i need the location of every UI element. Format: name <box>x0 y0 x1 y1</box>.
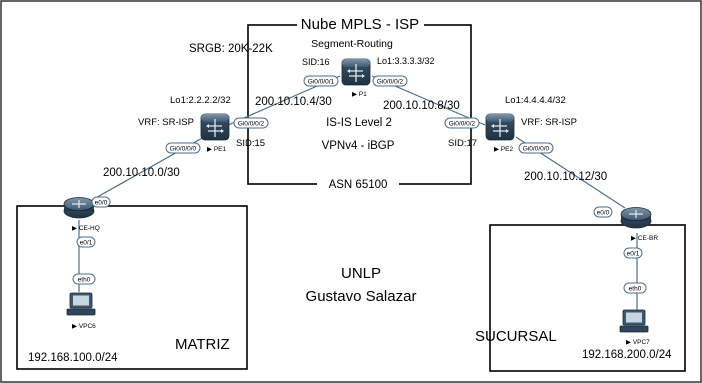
router-pe2[interactable] <box>485 113 515 141</box>
sucursal-site-box <box>489 224 686 372</box>
srgb-label: SRGB: 20K-22K <box>189 43 273 55</box>
asn-label: ASN 65100 <box>329 179 388 191</box>
pe2-name: ▶ PE2 <box>494 146 513 153</box>
pe1-interface-left-badge: Gi0/0/0/0 <box>165 142 201 154</box>
host-vpc7[interactable] <box>619 309 649 333</box>
matriz-subnet: 192.168.100.0/24 <box>28 352 118 364</box>
matriz-site-box <box>16 205 248 370</box>
cloud-title-bg <box>297 13 424 33</box>
svg-text:e0/1: e0/1 <box>627 251 640 258</box>
svg-text:Gi0/0/0/0: Gi0/0/0/0 <box>170 146 197 153</box>
router-ce-hq[interactable] <box>63 197 95 219</box>
credits-line1: UNLP <box>341 265 381 282</box>
cloud-title: Nube MPLS - ISP <box>301 16 419 33</box>
sucursal-label: SUCURSAL <box>475 328 557 345</box>
pe1-name: ▶ PE1 <box>207 146 226 153</box>
link-label-pe2-ce-br: 200.10.10.12/30 <box>524 171 607 183</box>
isis-label: IS-IS Level 2 <box>326 117 392 129</box>
pe2-loopback: Lo1:4.4.4.4/32 <box>505 95 566 106</box>
svg-text:eth0: eth0 <box>78 277 91 284</box>
svg-text:Gi0/0/0/0: Gi0/0/0/0 <box>523 146 550 153</box>
ce-br-name: ▶ CE-BR <box>631 235 658 242</box>
pe1-vrf: VRF: SR-ISP <box>138 117 194 128</box>
svg-text:Gi0/0/0/2: Gi0/0/0/2 <box>449 121 476 128</box>
svg-text:eth0: eth0 <box>629 286 642 293</box>
router-pe1[interactable] <box>200 113 230 141</box>
link-label-pe1-p1: 200.10.10.4/30 <box>255 96 332 108</box>
p1-name: ▶ P1 <box>352 91 367 98</box>
p1-interface-left-badge: Gi0/0/0/1 <box>303 75 339 87</box>
pe2-sid: SID:17 <box>448 138 477 149</box>
p1-loopback: Lo1:3.3.3.3/32 <box>377 56 435 66</box>
vpnv4-label: VPNv4 - iBGP <box>322 140 395 152</box>
vpc7-name: ▶ VPC7 <box>626 339 650 346</box>
svg-text:Gi0/0/0/2: Gi0/0/0/2 <box>238 121 265 128</box>
asn-label-bg <box>317 176 399 192</box>
pe1-loopback: Lo1:2.2.2.2/32 <box>170 95 231 106</box>
sucursal-subnet: 192.168.200.0/24 <box>582 349 672 361</box>
credits-line2: Gustavo Salazar <box>306 288 417 305</box>
vpc6-interface-badge: eth0 <box>72 273 96 285</box>
svg-text:Gi0/0/0/2: Gi0/0/0/2 <box>377 79 404 86</box>
router-ce-br[interactable] <box>620 207 652 229</box>
ce-hq-interface-up-badge: e0/0 <box>91 196 111 208</box>
link-label-p1-pe2: 200.10.10.8/30 <box>383 100 460 112</box>
ce-br-interface-up-badge: e0/0 <box>593 206 613 218</box>
ce-hq-interface-down-badge: e0/1 <box>76 236 96 248</box>
pe2-interface-right-badge: Gi0/0/0/0 <box>518 142 554 154</box>
svg-text:e0/1: e0/1 <box>80 240 93 247</box>
pe2-vrf: VRF: SR-ISP <box>521 117 577 128</box>
segment-routing-label: Segment-Routing <box>311 38 393 50</box>
pe1-interface-right-badge: Gi0/0/0/2 <box>233 117 269 129</box>
svg-text:Gi0/0/0/1: Gi0/0/0/1 <box>308 79 335 86</box>
host-vpc6[interactable] <box>66 292 96 316</box>
link-label-ce-hq-pe1: 200.10.10.0/30 <box>103 167 180 179</box>
pe2-interface-left-badge: Gi0/0/0/2 <box>444 117 480 129</box>
vpc6-name: ▶ VPC6 <box>72 323 96 330</box>
router-p1[interactable] <box>341 58 371 86</box>
svg-text:e0/0: e0/0 <box>597 210 610 217</box>
vpc7-interface-badge: eth0 <box>623 282 647 294</box>
ce-hq-name: ▶ CE-HQ <box>72 225 100 232</box>
p1-sid: SID:16 <box>302 57 330 67</box>
svg-text:e0/0: e0/0 <box>95 200 108 207</box>
matriz-label: MATRIZ <box>175 336 230 353</box>
pe1-sid: SID:15 <box>236 138 265 149</box>
p1-interface-right-badge: Gi0/0/0/2 <box>372 75 408 87</box>
ce-br-interface-down-badge: e0/1 <box>623 247 643 259</box>
